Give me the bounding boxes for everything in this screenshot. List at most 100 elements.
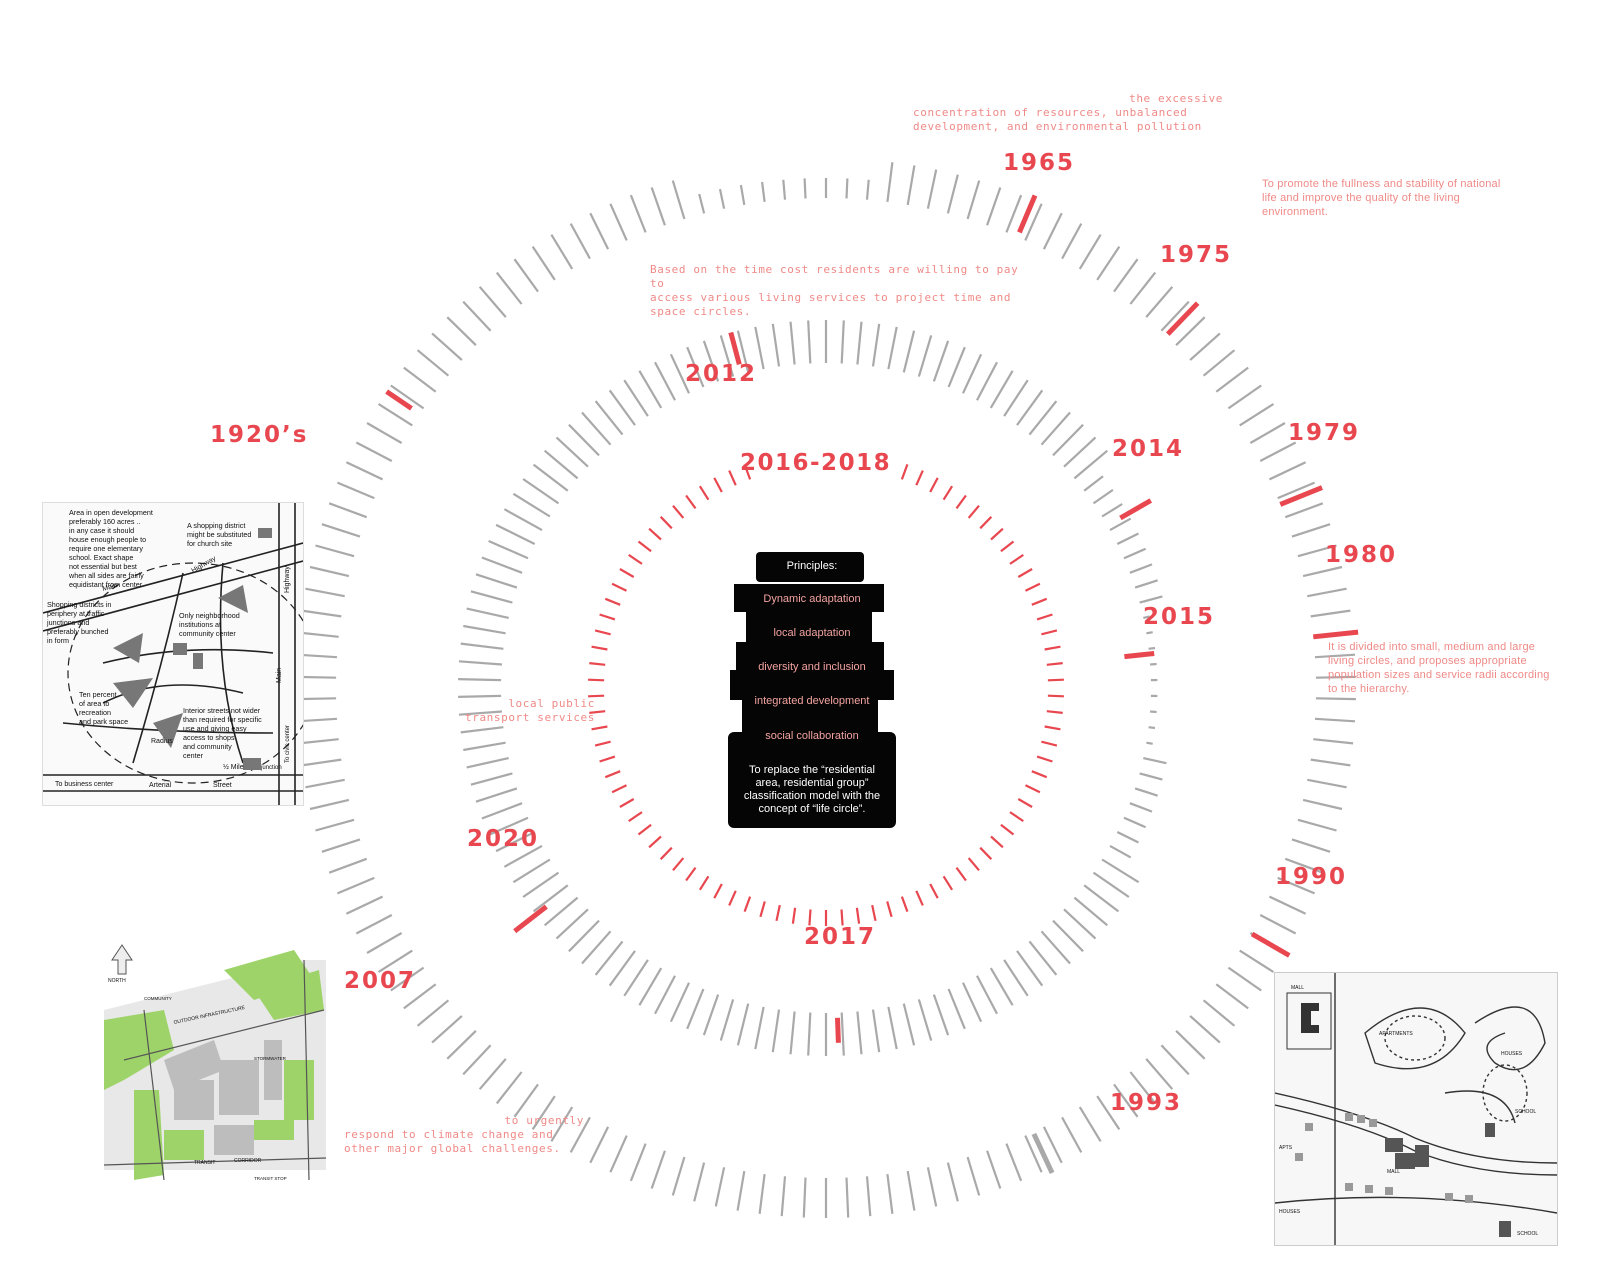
note-1980-line: living circles, and proposes appropriate (1328, 655, 1527, 667)
map-label: TRANSIT STOP (254, 1176, 287, 1181)
ring-tick (1017, 568, 1033, 578)
ring-tick (462, 1044, 492, 1076)
ring-tick (1046, 710, 1063, 714)
map-label: junction (260, 765, 282, 771)
map-label: Interior streets not wider (183, 706, 261, 715)
note-1965-line: concentration of resources, unbalanced (913, 106, 1188, 119)
ring-tick (1315, 675, 1356, 679)
ring-tick (659, 516, 673, 530)
ring-tick (1145, 286, 1174, 318)
ring-tick (1310, 609, 1351, 618)
ring-tick (458, 678, 502, 682)
principles-panel: Principles: Dynamic adaptation local ada… (728, 548, 896, 838)
map-label: center (183, 751, 204, 760)
ring-tick (298, 738, 339, 745)
ring-tick (648, 835, 662, 849)
ring-tick (366, 422, 403, 444)
ring-tick (1046, 662, 1063, 666)
ring-tick (589, 212, 610, 250)
ring-tick (1083, 884, 1120, 913)
ring-tick (1146, 631, 1153, 635)
map-label: Only neighborhood (179, 611, 240, 620)
ring-tick (714, 1167, 726, 1207)
ring-tick (685, 866, 697, 882)
ring-tick (513, 258, 539, 293)
year-marker (1250, 931, 1291, 958)
ring-tick (512, 858, 551, 884)
ring-tick (1314, 653, 1356, 659)
ring-tick (495, 271, 523, 305)
ring-tick (967, 504, 980, 519)
ring-tick (902, 1003, 916, 1046)
principles-footer-line: concept of “life circle”. (758, 803, 866, 815)
ring-tick (1239, 403, 1275, 427)
map-label: school. Exact shape (69, 553, 133, 562)
ring-tick (865, 179, 870, 200)
ring-tick (1041, 629, 1058, 636)
principles-footer: To replace the “residential area, reside… (728, 764, 896, 816)
ring-tick (743, 896, 752, 912)
inner-ring (588, 464, 1064, 926)
ring-tick (1009, 811, 1024, 823)
ring-tick (305, 587, 345, 598)
ring-tick (555, 436, 589, 468)
ring-tick (650, 187, 666, 226)
year-marker (385, 389, 413, 411)
map-label: recreation (79, 708, 111, 717)
map-label: ½ Mile (223, 763, 244, 771)
map-label: equidistant from center (69, 580, 143, 589)
ring-tick (594, 629, 611, 636)
outer-ring (296, 162, 1359, 1218)
ring-tick (1036, 613, 1053, 621)
ring-tick (512, 492, 551, 518)
ring-tick (840, 320, 845, 364)
ring-tick (1073, 896, 1109, 927)
ring-tick (1092, 488, 1114, 505)
ring-tick (900, 896, 909, 912)
ring-tick (962, 353, 983, 394)
ring-tick (1042, 212, 1063, 250)
ring-tick (1268, 895, 1307, 915)
ring-tick (568, 919, 600, 953)
map-label: Area in open development (69, 508, 153, 517)
map-label: Main (102, 582, 119, 593)
ring-tick (1116, 532, 1139, 545)
principles-footer-line: To replace the “residential (749, 764, 875, 776)
ring-tick (1047, 678, 1064, 682)
ring-tick (669, 982, 690, 1023)
ring-tick (629, 194, 647, 233)
principles-footer-line: area, residential group” (755, 777, 869, 789)
ring-tick (648, 527, 662, 541)
ring-tick (1297, 544, 1337, 558)
ring-tick (1175, 316, 1206, 346)
ring-tick (460, 642, 504, 650)
ring-tick (926, 169, 938, 209)
ring-tick (550, 1106, 574, 1142)
ring-tick (900, 464, 909, 480)
ring-tick (1313, 738, 1354, 745)
map-label: To business center (55, 781, 114, 788)
ring-tick (309, 565, 350, 578)
ring-tick (1148, 646, 1156, 650)
ring-tick (728, 470, 737, 486)
note-1975-line: To promote the fullness and stability of… (1262, 178, 1501, 190)
note-2007-line: other major global challenges. (344, 1142, 561, 1155)
year-marker (835, 1017, 841, 1043)
map-label: and community (183, 742, 232, 751)
ring-tick (336, 876, 375, 895)
ring-tick (466, 607, 509, 619)
ring-tick (754, 1006, 765, 1050)
ring-tick (403, 983, 437, 1010)
year-marker (1119, 498, 1153, 521)
ring-tick (917, 999, 933, 1041)
year-2017: 2017 (804, 924, 877, 950)
ring-tick (1025, 784, 1041, 794)
ring-tick (1302, 798, 1343, 811)
ring-tick (1148, 726, 1156, 730)
ring-tick (431, 1015, 463, 1044)
note-1965-line: development, and environmental pollution (913, 120, 1202, 133)
ring-tick (789, 1011, 796, 1055)
